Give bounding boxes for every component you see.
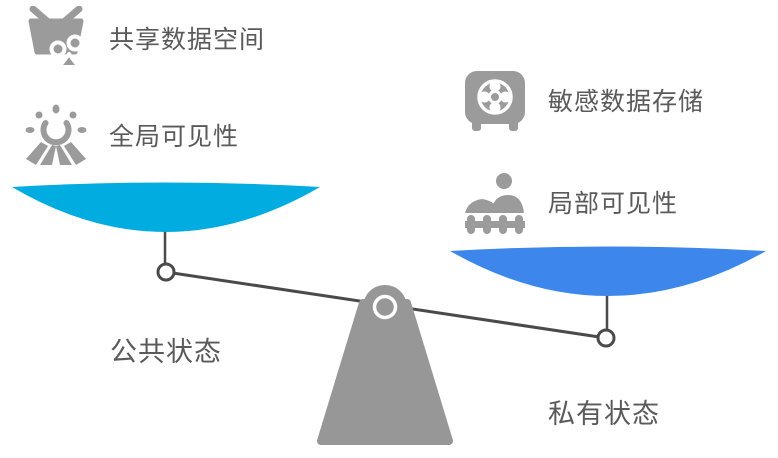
private-state-label: 私有状态 bbox=[548, 399, 660, 429]
public-state-label: 公共状态 bbox=[110, 337, 222, 367]
private-state-pan bbox=[450, 246, 766, 296]
feature-shared-data-space: 共享数据空间 bbox=[24, 6, 265, 70]
feature-label: 共享数据空间 bbox=[109, 26, 266, 54]
left-pivot-joint bbox=[156, 262, 176, 282]
sunrise-field-icon bbox=[24, 103, 88, 167]
feature-label: 局部可见性 bbox=[548, 190, 679, 218]
feature-label: 全局可见性 bbox=[109, 123, 240, 151]
fulcrum bbox=[317, 285, 453, 445]
safe-icon bbox=[463, 68, 527, 132]
feature-sensitive-data-storage: 敏感数据存储 bbox=[463, 68, 704, 132]
feature-label: 敏感数据存储 bbox=[548, 88, 705, 116]
right-pivot-joint bbox=[596, 328, 616, 348]
fulcrum-pivot-ring bbox=[372, 294, 398, 320]
feature-local-visibility: 局部可见性 bbox=[463, 170, 678, 234]
person-fence-icon bbox=[463, 170, 527, 234]
basket-icon bbox=[24, 6, 88, 70]
public-state-pan bbox=[12, 182, 320, 232]
feature-global-visibility: 全局可见性 bbox=[24, 103, 239, 167]
